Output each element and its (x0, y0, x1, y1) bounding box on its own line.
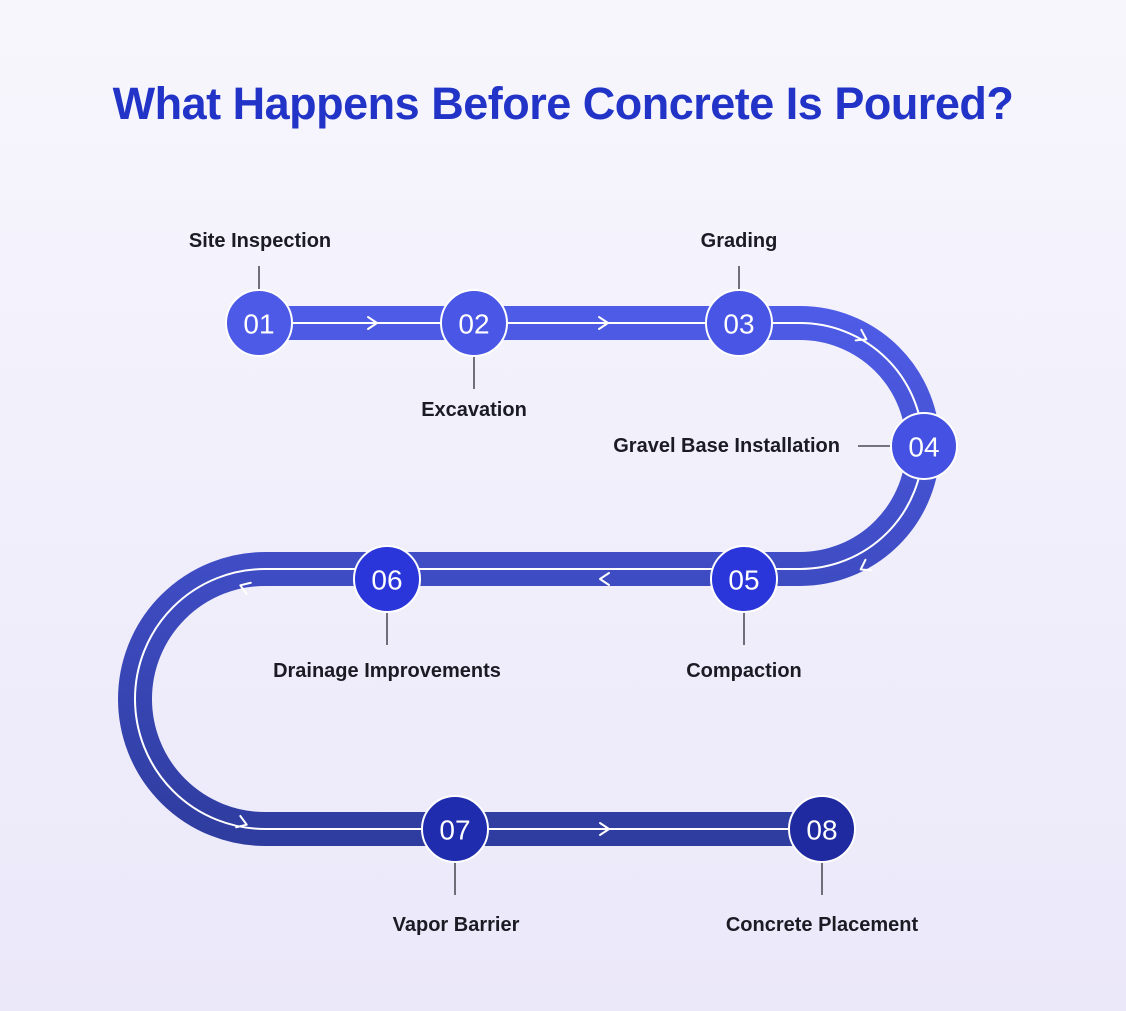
page-title: What Happens Before Concrete Is Poured? (112, 78, 1014, 129)
step-label-grading: Grading (701, 230, 778, 252)
arrow-right-icon (598, 316, 609, 330)
step-circle (440, 289, 508, 357)
step-number: 04 (908, 432, 939, 463)
process-track-inner-line (134, 322, 924, 830)
step-number: 07 (439, 815, 470, 846)
step-number: 01 (243, 309, 274, 340)
step-label-gravel-base-installation: Gravel Base Installation (613, 435, 840, 457)
arrow-right-icon (235, 814, 248, 829)
step-circle (421, 795, 489, 863)
arrow-left-icon (599, 572, 610, 586)
step-circle (353, 545, 421, 613)
step-circle (890, 412, 958, 480)
arrow-left-icon (239, 581, 252, 596)
step-circle (225, 289, 293, 357)
step-label-concrete-placement: Concrete Placement (726, 914, 919, 936)
process-track (118, 306, 940, 846)
step-number: 05 (728, 565, 759, 596)
step-node-06: 06 (353, 545, 421, 613)
step-node-04: 04 (890, 412, 958, 480)
step-number: 03 (723, 309, 754, 340)
step-label-excavation: Excavation (421, 399, 527, 421)
step-node-08: 08 (788, 795, 856, 863)
step-node-07: 07 (421, 795, 489, 863)
step-number: 08 (806, 815, 837, 846)
step-node-01: 01 (225, 289, 293, 357)
step-label-drainage-improvements: Drainage Improvements (273, 660, 501, 682)
step-label-site-inspection: Site Inspection (189, 230, 331, 252)
arrow-right-icon (367, 316, 378, 330)
step-number: 02 (458, 309, 489, 340)
step-node-03: 03 (705, 289, 773, 357)
step-label-vapor-barrier: Vapor Barrier (393, 914, 520, 936)
step-number: 06 (371, 565, 402, 596)
step-circle (788, 795, 856, 863)
step-circle (705, 289, 773, 357)
arrow-right-icon (599, 822, 610, 836)
step-circle (710, 545, 778, 613)
step-label-compaction: Compaction (686, 660, 802, 682)
arrow-left-icon (859, 558, 873, 572)
step-node-05: 05 (710, 545, 778, 613)
arrow-right-icon (854, 328, 868, 342)
step-node-02: 02 (440, 289, 508, 357)
